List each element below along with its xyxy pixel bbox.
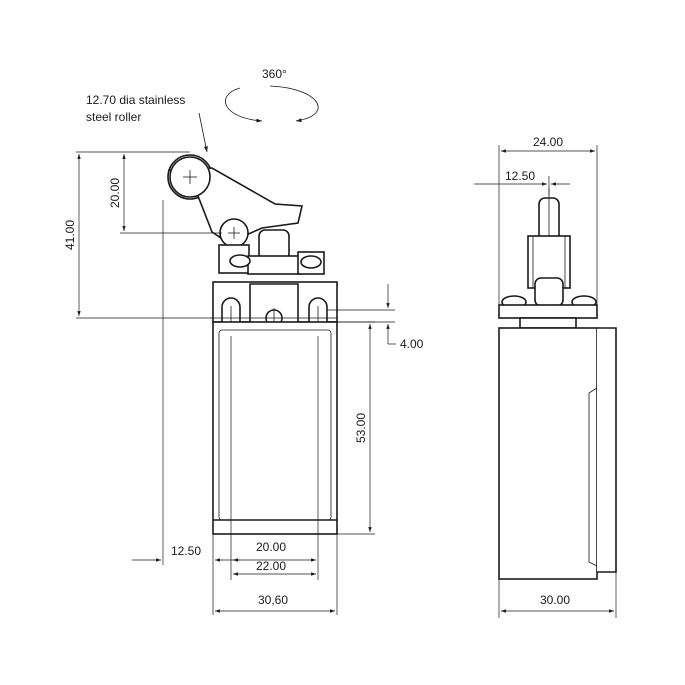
side-head-base bbox=[498, 304, 598, 319]
roller-note: 12.70 dia stainless steel roller bbox=[86, 93, 208, 153]
front-view-dimensions: 41.00 20.00 4.00 53.00 12.50 20.00 22.00 bbox=[63, 151, 424, 615]
side-view-dimensions: 24.00 12.50 30.00 bbox=[474, 135, 617, 618]
dim-30-label: 30.00 bbox=[540, 593, 570, 607]
dim-20-vertical-label: 20.00 bbox=[108, 178, 122, 208]
switch-body bbox=[212, 321, 338, 535]
side-body bbox=[498, 327, 598, 580]
front-view bbox=[167, 154, 338, 535]
dim-4-label: 4.00 bbox=[400, 337, 424, 351]
roller-note-line1: 12.70 dia stainless bbox=[86, 93, 185, 107]
dim-20-horizontal-label: 20.00 bbox=[256, 540, 286, 554]
dim-22-label: 22.00 bbox=[256, 559, 286, 573]
dim-24-label: 24.00 bbox=[533, 135, 563, 149]
side-plunger bbox=[534, 277, 564, 307]
dim-12-50-side-label: 12.50 bbox=[505, 169, 535, 183]
side-cover bbox=[597, 327, 617, 573]
rotation-label: 360° bbox=[262, 67, 287, 81]
side-view bbox=[498, 188, 617, 580]
rotation-symbol: 360° bbox=[225, 67, 319, 123]
dim-53-label: 53.00 bbox=[354, 413, 368, 443]
dim-12-50-front-label: 12.50 bbox=[171, 544, 201, 558]
dim-30-60-label: 30,60 bbox=[258, 593, 288, 607]
dim-41-label: 41.00 bbox=[63, 220, 77, 250]
roller-note-line2: steel roller bbox=[86, 110, 141, 124]
